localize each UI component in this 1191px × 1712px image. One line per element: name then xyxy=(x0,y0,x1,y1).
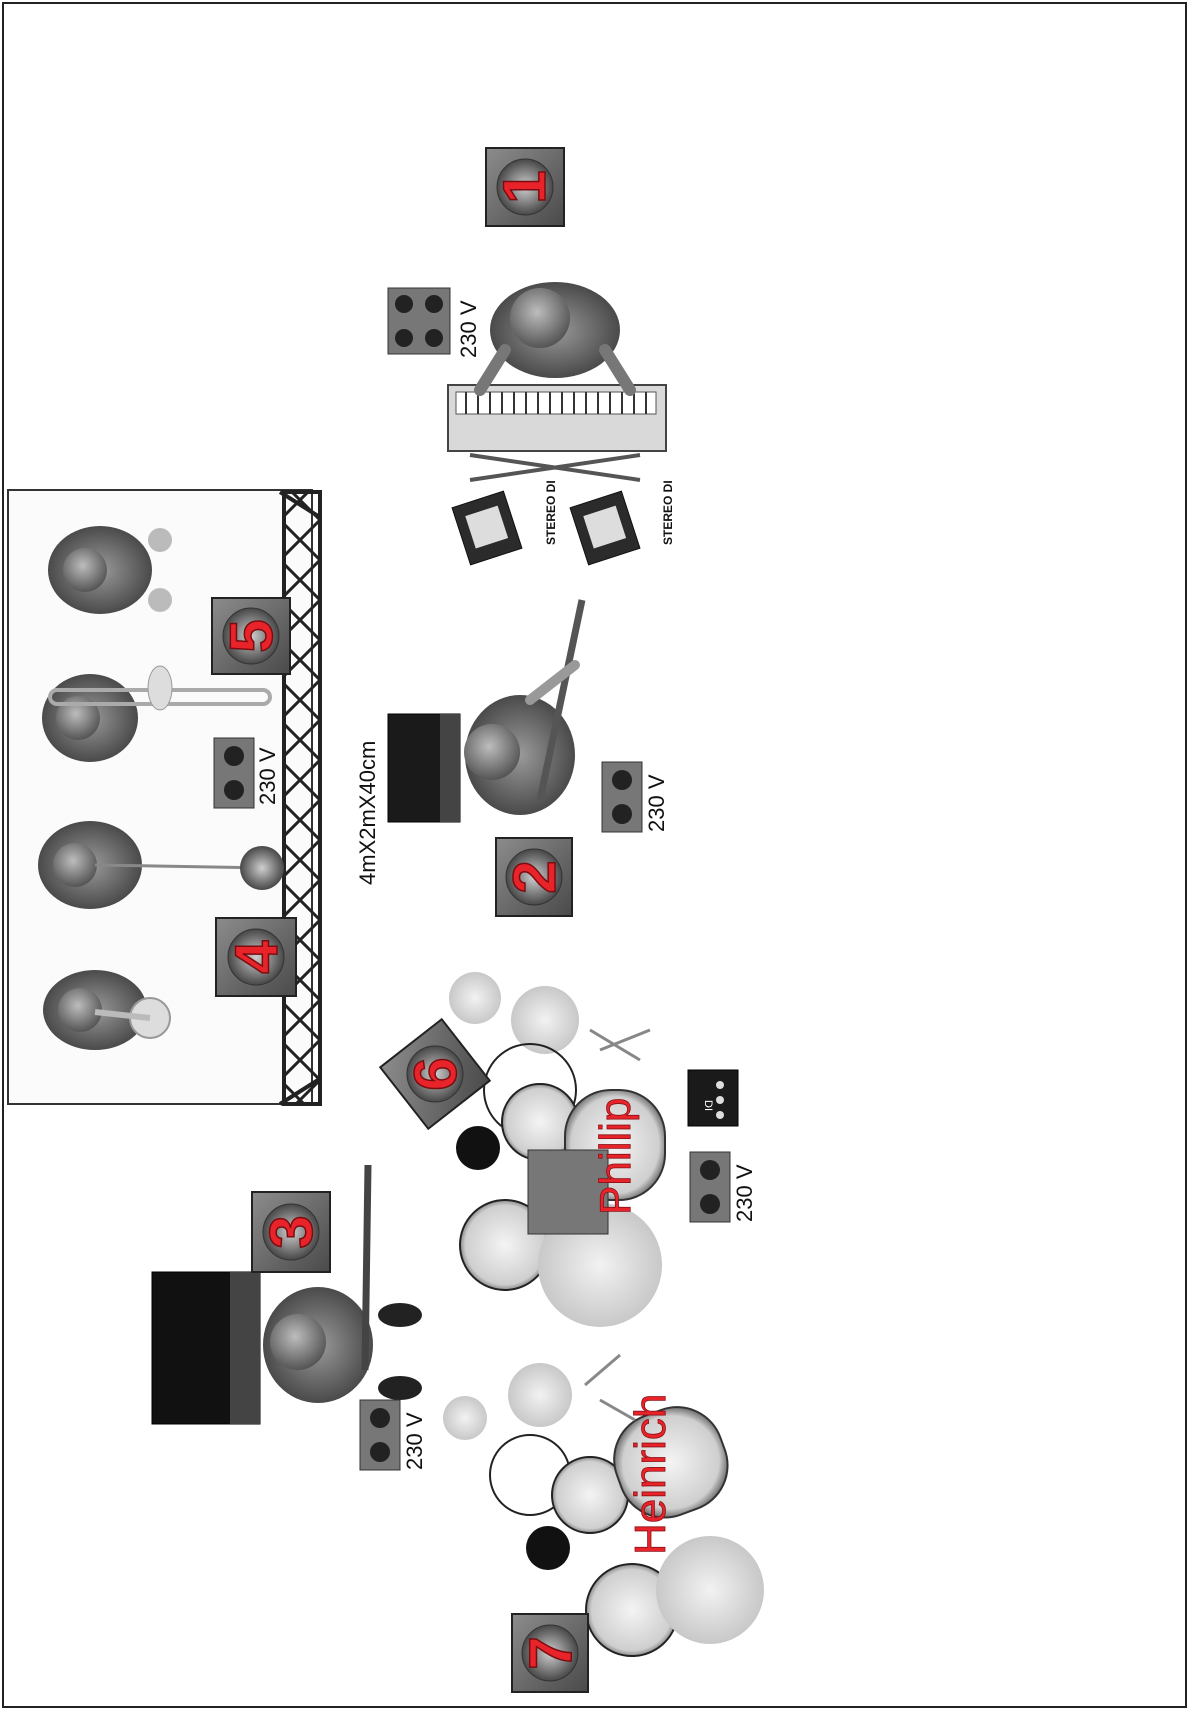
power-label: 230 V xyxy=(255,747,280,805)
bass-amp xyxy=(152,1272,260,1424)
stereo-di-label: STEREO DI xyxy=(661,480,675,545)
power-outlet-bass: 230 V xyxy=(360,1400,427,1470)
power-outlet-guitar: 230 V xyxy=(602,762,669,832)
monitor-5: 5 xyxy=(212,598,290,674)
riser-size-label: 4mX2mX40cm xyxy=(355,741,380,885)
power-outlet-keyboard: 230 V xyxy=(388,288,481,358)
power-label: 230 V xyxy=(402,1412,427,1470)
di-box: DI xyxy=(688,1070,738,1126)
power-outlet-horns: 230 V xyxy=(214,738,280,808)
monitor-number: 2 xyxy=(501,860,568,893)
monitor-number: 6 xyxy=(402,1057,469,1090)
stereo-di-2: STEREO DI xyxy=(570,480,675,565)
power-label: 230 V xyxy=(732,1164,757,1222)
di-box-label: DI xyxy=(702,1100,714,1111)
guitar-amp xyxy=(388,714,460,822)
monitor-4: 4 xyxy=(216,918,296,996)
drummer-name-phillip: Phillip xyxy=(591,1098,640,1215)
power-label: 230 V xyxy=(644,774,669,832)
stereo-di-label: STEREO DI xyxy=(544,480,558,545)
monitor-2: 2 xyxy=(496,838,572,916)
monitor-1: 1 xyxy=(486,148,564,226)
monitor-number: 7 xyxy=(517,1636,584,1669)
drum-kit-heinrich xyxy=(443,1355,764,1656)
riser-truss xyxy=(280,492,320,1104)
keyboard-stand xyxy=(470,455,640,480)
power-outlet-drums: 230 V xyxy=(690,1152,757,1222)
monitor-number: 4 xyxy=(223,940,290,974)
drummer-name-heinrich: Heinrich xyxy=(626,1394,675,1555)
monitor-6: 6 xyxy=(380,1019,489,1128)
monitor-number: 1 xyxy=(491,170,558,203)
monitor-3: 3 xyxy=(252,1192,330,1272)
monitor-number: 5 xyxy=(218,619,285,652)
monitor-number: 3 xyxy=(258,1215,325,1248)
guitarist xyxy=(464,600,582,815)
monitor-7: 7 xyxy=(512,1614,588,1692)
power-label: 230 V xyxy=(456,300,481,358)
stereo-di-1: STEREO DI xyxy=(452,480,558,565)
bass-guitar-icon xyxy=(365,1165,368,1370)
